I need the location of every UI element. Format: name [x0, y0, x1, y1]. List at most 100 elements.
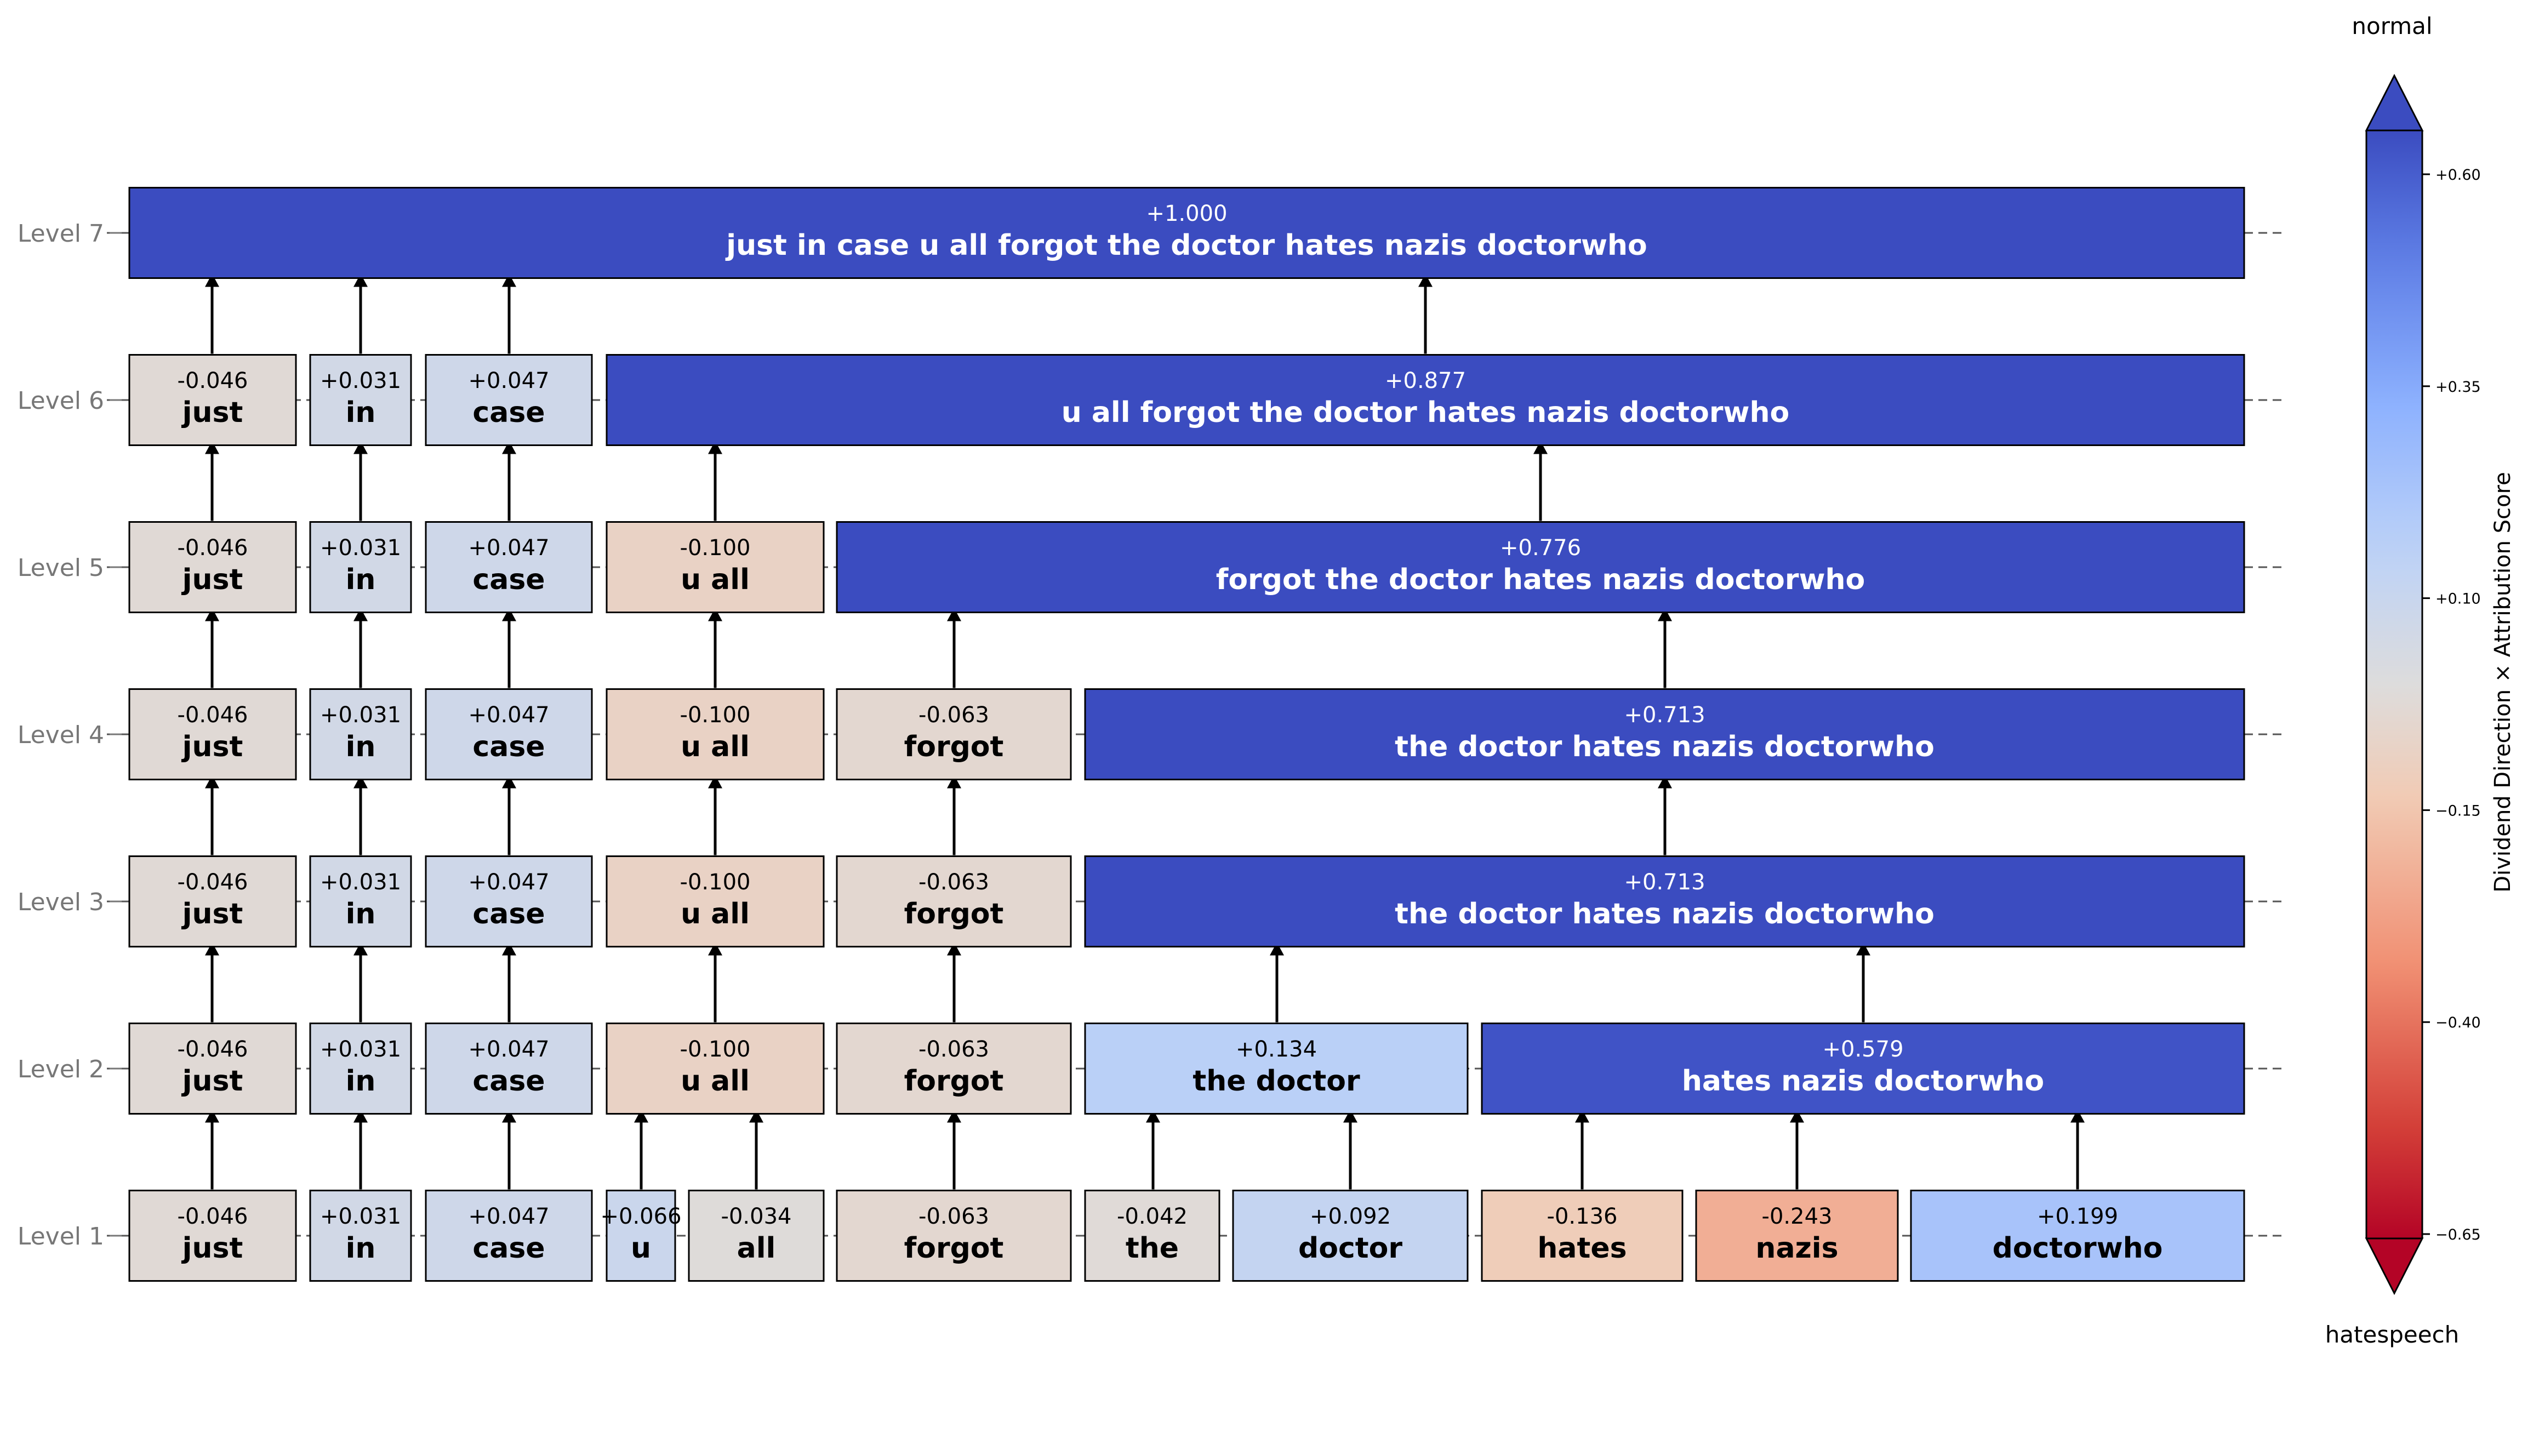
- arrow-head: [1146, 1109, 1160, 1123]
- arrow-head: [205, 775, 219, 789]
- node-rect: [425, 688, 593, 780]
- node-text: the doctor hates nazis doctorwho: [1395, 730, 1935, 763]
- colorbar-extend-top: [2365, 73, 2424, 132]
- arrow-head: [205, 1109, 219, 1123]
- node-score: -0.100: [680, 870, 751, 895]
- node-rect: [128, 521, 297, 613]
- node-score: -0.046: [178, 368, 248, 393]
- colorbar-tick-label: −0.65: [2435, 1226, 2481, 1243]
- node-text: forgot: [904, 1232, 1004, 1265]
- level-label: Level 3: [18, 888, 104, 916]
- node-rect: [606, 1190, 676, 1282]
- node-text: the: [1126, 1232, 1179, 1265]
- colorbar-tick-label: −0.15: [2435, 802, 2481, 819]
- arrow-head: [708, 775, 722, 789]
- node-text: forgot: [904, 730, 1004, 763]
- node-text: u all forgot the doctor hates nazis doct…: [1062, 396, 1790, 429]
- merge-arrows: [205, 273, 2085, 1190]
- arrow-head: [1343, 1109, 1357, 1123]
- node-score: +0.047: [468, 703, 549, 728]
- node-score: +0.031: [320, 368, 401, 393]
- arrow-head: [205, 273, 219, 287]
- node-rect: [1084, 688, 2245, 780]
- node-score: +0.031: [320, 1037, 401, 1062]
- arrow-head: [205, 942, 219, 956]
- node-text: u all: [681, 1065, 750, 1098]
- node-text: nazis: [1755, 1232, 1838, 1265]
- arrow-head: [353, 1109, 368, 1123]
- node-rect: [425, 521, 593, 613]
- node-text: case: [472, 1232, 545, 1265]
- colorbar-outline: [2365, 130, 2423, 1238]
- arrow-head: [502, 441, 516, 454]
- node-text: case: [472, 898, 545, 930]
- node-text: u: [631, 1232, 651, 1265]
- node-text: u all: [681, 898, 750, 930]
- node-rect: [309, 855, 412, 947]
- node-text: doctorwho: [1993, 1232, 2163, 1265]
- level-label: Level 2: [18, 1055, 104, 1083]
- arrow-head: [1658, 608, 1672, 621]
- node-text: in: [346, 898, 376, 930]
- arrow-head: [353, 775, 368, 789]
- node-rect: [1084, 855, 2245, 947]
- node-score: +0.031: [320, 1204, 401, 1229]
- node-text: in: [346, 730, 376, 763]
- level-label: Level 5: [18, 554, 104, 582]
- colorbar-tick-label: +0.10: [2435, 591, 2481, 608]
- arrow-head: [1856, 942, 1870, 956]
- node-rect: [1910, 1190, 2245, 1282]
- node-rect: [836, 688, 1072, 780]
- node-box: +0.031 in: [309, 1023, 412, 1115]
- node-text: just: [181, 1065, 243, 1098]
- node-rect: [688, 1190, 825, 1282]
- node-score: -0.100: [680, 703, 751, 728]
- node-rect: [1695, 1190, 1899, 1282]
- arrow-head: [1658, 775, 1672, 789]
- node-text: u all: [681, 563, 750, 596]
- colorbar-tick-label: +0.60: [2435, 167, 2481, 184]
- node-rect: [836, 1190, 1072, 1282]
- node-score: -0.046: [178, 1037, 248, 1062]
- node-score: +0.713: [1624, 870, 1705, 895]
- arrow-head: [502, 942, 516, 956]
- level-label: Level 6: [18, 387, 104, 415]
- node-score: +0.092: [1310, 1204, 1391, 1229]
- node-text: u all: [681, 730, 750, 763]
- node-score: -0.046: [178, 703, 248, 728]
- node-rect: [128, 855, 297, 947]
- node-rect: [1084, 1190, 1220, 1282]
- node-rect: [425, 855, 593, 947]
- node-rect: [606, 521, 825, 613]
- node-rect: [309, 521, 412, 613]
- node-score: +0.047: [468, 870, 549, 895]
- arrow-head: [353, 441, 368, 454]
- arrow-head: [1533, 441, 1548, 454]
- node-rect: [1084, 1023, 1469, 1115]
- node-rect: [425, 1023, 593, 1115]
- arrow-head: [1270, 942, 1284, 956]
- node-score: +0.047: [468, 535, 549, 561]
- colorbar: +0.60+0.35+0.10−0.15−0.40−0.65normalhate…: [2325, 13, 2515, 1348]
- arrow-head: [353, 608, 368, 621]
- node-text: case: [472, 730, 545, 763]
- arrow-head: [708, 608, 722, 621]
- node-rect: [1232, 1190, 1469, 1282]
- node-rect: [606, 354, 2245, 446]
- node-text: in: [346, 1065, 376, 1098]
- node-score: -0.046: [178, 1204, 248, 1229]
